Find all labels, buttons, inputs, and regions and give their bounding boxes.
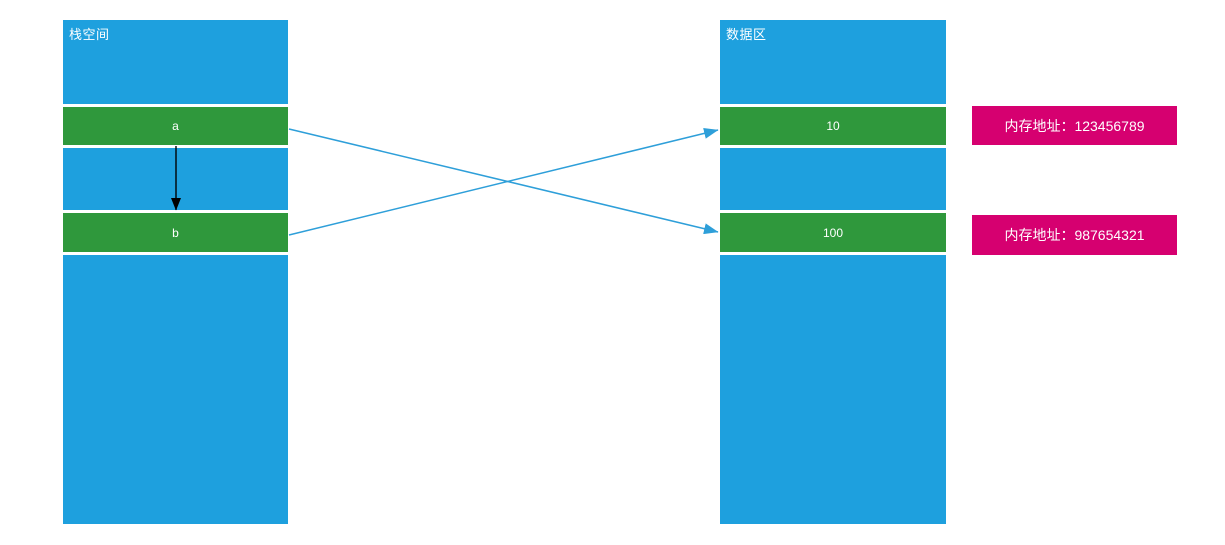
data-area-bottom-segment	[720, 255, 946, 524]
data-area-column-title: 数据区	[726, 27, 767, 42]
arrow-a-to-100	[288, 128, 719, 235]
arrow-b-to-10	[288, 127, 719, 236]
segment-divider	[720, 104, 946, 107]
data-area-mid-segment	[720, 148, 946, 210]
data-area-column: 数据区 10 100	[720, 20, 946, 524]
segment-divider	[720, 145, 946, 148]
stack-column-title: 栈空间	[69, 27, 110, 42]
segment-divider	[63, 252, 288, 255]
memory-address-box-1: 内存地址：123456789	[972, 106, 1177, 145]
segment-divider	[63, 210, 288, 213]
stack-cell-b: b	[63, 213, 288, 252]
data-cell-100-label: 100	[822, 225, 844, 240]
segment-divider	[720, 210, 946, 213]
stack-column: 栈空间 a b	[63, 20, 288, 524]
stack-cell-b-label: b	[172, 225, 179, 240]
stack-cell-a-label: a	[172, 119, 179, 133]
stack-bottom-segment	[63, 255, 288, 524]
segment-divider	[720, 252, 946, 255]
stack-top-segment: 栈空间	[63, 20, 288, 104]
stack-cell-a: a	[63, 107, 288, 145]
memory-address-box-2: 内存地址：987654321	[972, 215, 1177, 255]
data-cell-10: 10	[720, 107, 946, 145]
data-cell-100: 100	[720, 213, 946, 252]
segment-divider	[63, 104, 288, 107]
stack-mid-segment	[63, 148, 288, 210]
memory-address-2-text: 内存地址：987654321	[1004, 227, 1145, 243]
memory-address-1-text: 内存地址：123456789	[1004, 117, 1145, 134]
data-area-top-segment: 数据区	[720, 20, 946, 104]
data-cell-10-label: 10	[826, 119, 840, 133]
